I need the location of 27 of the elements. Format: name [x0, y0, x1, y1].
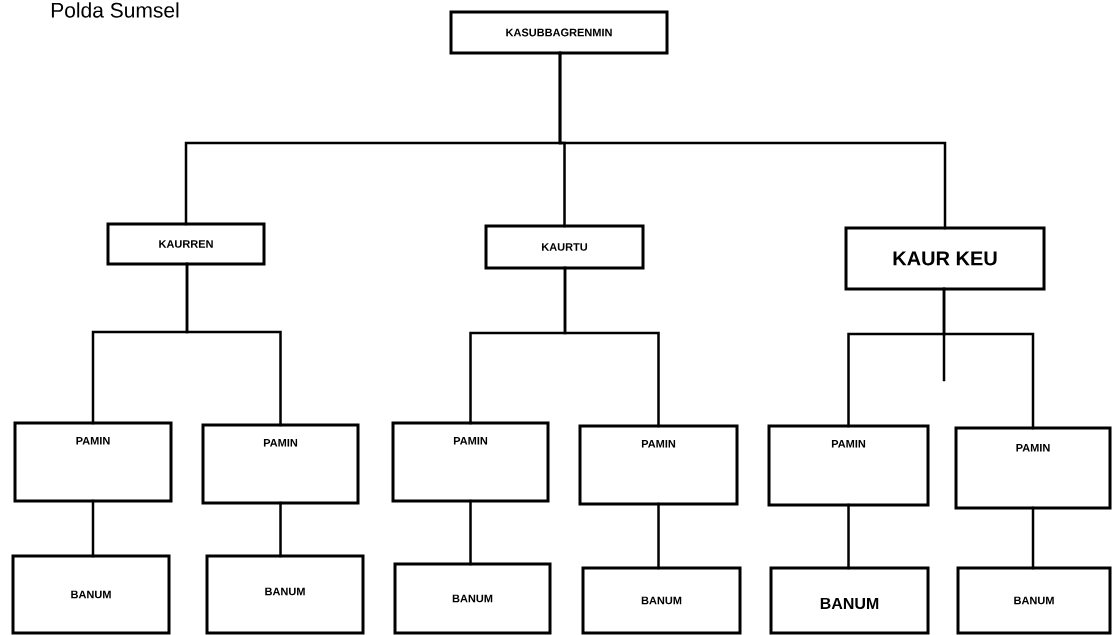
connector-line: [469, 499, 472, 566]
unit-box: KAURREN: [106, 222, 266, 266]
position-box: PAMIN: [578, 424, 739, 506]
connector-line: [279, 501, 282, 558]
connector-line: [942, 287, 1035, 430]
position-box: BANUM: [205, 554, 365, 635]
position-box: PAMIN: [767, 424, 930, 507]
connector-line: [558, 51, 947, 230]
position-box: BANUM: [393, 562, 552, 635]
connector-line: [185, 262, 282, 427]
connector-line: [657, 502, 660, 570]
position-box: BANUM: [11, 554, 171, 635]
position-box: PAMIN: [201, 423, 360, 505]
connector-line: [91, 499, 95, 558]
connector-line: [563, 266, 660, 428]
position-box: PAMIN: [13, 421, 173, 503]
unit-box: KASUBBAGRENMIN: [449, 10, 669, 55]
connector-line: [847, 503, 850, 570]
connector-line: [1031, 506, 1035, 570]
title: Polda Sumsel: [51, 2, 179, 18]
position-box: PAMIN: [954, 426, 1112, 510]
unit-box: KAURTU: [484, 224, 645, 270]
unit-box: KAUR KEU: [844, 226, 1046, 291]
position-box: BANUM: [769, 566, 930, 635]
position-box: BANUM: [956, 566, 1112, 635]
position-box: BANUM: [581, 566, 742, 635]
position-box: PAMIN: [391, 421, 550, 503]
